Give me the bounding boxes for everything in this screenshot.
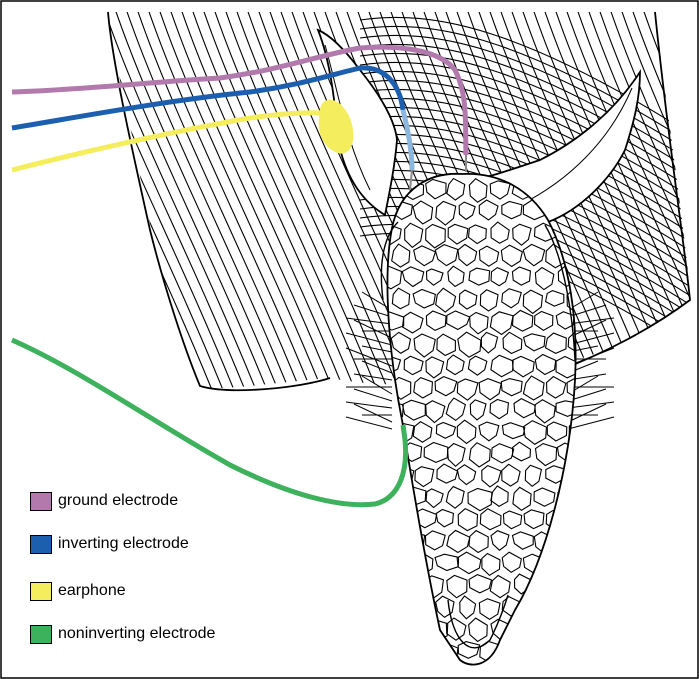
snout-scale bbox=[568, 597, 589, 617]
snout-scale bbox=[589, 597, 611, 620]
snout-scale bbox=[579, 444, 599, 461]
bristle bbox=[354, 320, 392, 338]
snout-scale bbox=[592, 379, 612, 398]
bristles-left bbox=[346, 292, 392, 429]
snout-scale bbox=[413, 642, 434, 663]
snout-scale bbox=[568, 509, 590, 532]
fur-line bbox=[684, 0, 699, 400]
fur-line bbox=[90, 0, 260, 400]
fur-line bbox=[24, 0, 194, 400]
fur-line bbox=[211, 0, 381, 400]
snout-scale bbox=[405, 619, 423, 642]
snout-scale bbox=[534, 575, 555, 596]
fur-line bbox=[145, 0, 315, 400]
fur-line bbox=[596, 0, 699, 400]
legend-item-noninverting: noninverting electrode bbox=[30, 622, 215, 646]
bristle bbox=[362, 346, 392, 352]
fur-line bbox=[101, 0, 271, 400]
legend-label-ground: ground electrode bbox=[58, 492, 178, 510]
snout-scale bbox=[567, 553, 586, 572]
fur-line bbox=[0, 0, 128, 400]
fur-line bbox=[123, 0, 293, 400]
snout-scale bbox=[589, 643, 608, 663]
snout-scale bbox=[534, 620, 552, 642]
fur-line bbox=[46, 0, 216, 400]
fur-line bbox=[0, 0, 51, 400]
bristle bbox=[354, 404, 392, 422]
snout-scale bbox=[579, 400, 597, 422]
snout-scale bbox=[578, 619, 596, 638]
snout-scale bbox=[558, 488, 579, 509]
snout-scale bbox=[567, 465, 586, 487]
snout-scale bbox=[524, 596, 545, 619]
fur-line bbox=[13, 0, 183, 400]
snout-scale bbox=[391, 641, 412, 665]
fur-line bbox=[79, 0, 249, 400]
legend-item-inverting: inverting electrode bbox=[30, 532, 189, 556]
snout-scale bbox=[523, 642, 542, 661]
snout-scale bbox=[545, 596, 564, 620]
snout-scale bbox=[391, 599, 414, 617]
fur-line bbox=[134, 0, 304, 400]
legend-swatch-inverting bbox=[30, 535, 52, 554]
snout-scale bbox=[545, 554, 566, 576]
snout-scale bbox=[589, 553, 608, 574]
snout-scale bbox=[590, 510, 610, 528]
bristle bbox=[346, 402, 392, 408]
snout-scale bbox=[381, 620, 402, 641]
snout-scale bbox=[556, 532, 577, 550]
snout-scale bbox=[580, 575, 601, 597]
snout-scale bbox=[578, 487, 598, 507]
snout-scale bbox=[382, 575, 403, 594]
snout-scale bbox=[414, 598, 432, 619]
bristle bbox=[362, 376, 392, 394]
snout-scale bbox=[557, 620, 576, 638]
fur-line bbox=[0, 0, 161, 400]
snout-scale bbox=[568, 641, 591, 661]
legend-swatch-earphone bbox=[30, 582, 52, 601]
bristle bbox=[568, 402, 614, 408]
fur-line bbox=[0, 0, 150, 400]
noninverting-electrode-wire bbox=[12, 340, 406, 505]
fur-line bbox=[0, 0, 139, 400]
fur-line bbox=[0, 0, 62, 400]
legend-label-earphone: earphone bbox=[58, 582, 126, 600]
snout-scale bbox=[501, 641, 519, 663]
fur-line bbox=[112, 0, 282, 400]
fur-line bbox=[0, 0, 40, 400]
snout-scale bbox=[391, 508, 414, 533]
fur-line bbox=[57, 0, 227, 400]
snout-scale bbox=[546, 642, 568, 661]
fur-line bbox=[640, 0, 699, 400]
snout-scale bbox=[392, 552, 409, 572]
fur-line bbox=[0, 0, 73, 400]
legend-label-inverting: inverting electrode bbox=[58, 535, 189, 553]
fur-line bbox=[35, 0, 205, 400]
snout-scale bbox=[590, 422, 610, 443]
fur-line bbox=[618, 0, 699, 400]
snout-scale bbox=[579, 530, 598, 552]
snout-scale bbox=[557, 575, 580, 592]
fur-line bbox=[651, 0, 699, 400]
snout-scale bbox=[590, 465, 613, 486]
legend-label-noninverting: noninverting electrode bbox=[58, 625, 215, 643]
legend-item-earphone: earphone bbox=[30, 579, 126, 603]
snout-scale bbox=[404, 577, 423, 596]
fur-line bbox=[2, 0, 172, 400]
snout-scale bbox=[382, 531, 400, 551]
legend-swatch-ground bbox=[30, 492, 52, 511]
fur-line bbox=[178, 0, 348, 400]
snout-scale bbox=[514, 619, 532, 641]
legend-swatch-noninverting bbox=[30, 625, 52, 644]
inverting-electrode-needle bbox=[410, 170, 412, 190]
legend-item-ground: ground electrode bbox=[30, 489, 178, 513]
snout-scale bbox=[403, 531, 425, 550]
snout-scale bbox=[380, 444, 401, 461]
fur-line bbox=[68, 0, 238, 400]
